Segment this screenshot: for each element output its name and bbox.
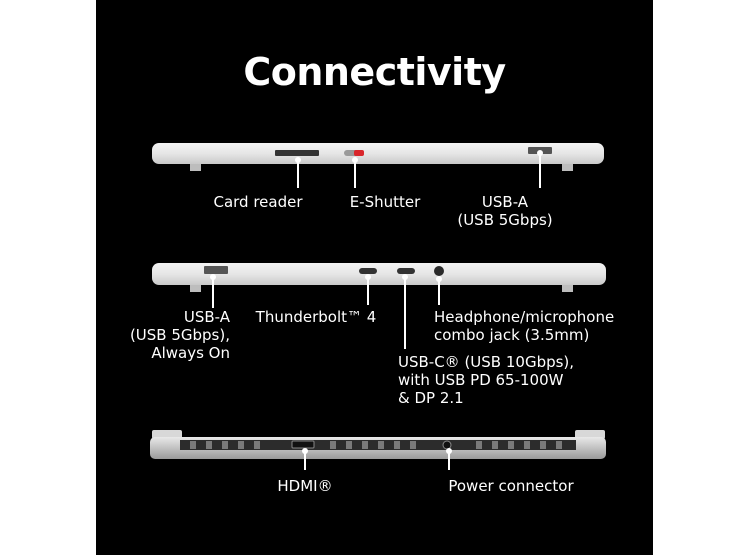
label-line: Card reader bbox=[213, 193, 303, 211]
usb-c-port bbox=[397, 268, 415, 274]
card-reader-slot bbox=[275, 150, 319, 156]
usb-a-port-2 bbox=[204, 266, 228, 274]
page-title: Connectivity bbox=[243, 50, 506, 94]
label-line: & DP 2.1 bbox=[398, 389, 464, 407]
power-port bbox=[442, 440, 452, 450]
label-headphone-jack: Headphone/microphone combo jack (3.5mm) bbox=[434, 308, 634, 344]
label-line: combo jack (3.5mm) bbox=[434, 326, 590, 344]
label-line: Headphone/microphone bbox=[434, 308, 615, 326]
label-e-shutter: E-Shutter bbox=[340, 193, 430, 211]
hdmi-port bbox=[291, 440, 315, 449]
label-usb-c: USB-C® (USB 10Gbps), with USB PD 65-100W… bbox=[398, 353, 598, 407]
label-line: with USB PD 65-100W bbox=[398, 371, 564, 389]
label-line: Thunderbolt™ 4 bbox=[255, 308, 377, 326]
label-line: USB-A bbox=[183, 308, 230, 326]
label-line: USB-A bbox=[481, 193, 529, 211]
thunderbolt-port bbox=[359, 268, 377, 274]
label-line: USB-C® (USB 10Gbps), bbox=[398, 353, 575, 371]
label-power-connector: Power connector bbox=[436, 477, 586, 495]
label-line: Always On bbox=[151, 344, 230, 362]
label-usb-a-1: USB-A (USB 5Gbps) bbox=[450, 193, 560, 229]
audio-jack bbox=[434, 266, 444, 276]
laptop-rear-view bbox=[150, 430, 606, 470]
label-usb-a-2: USB-A (USB 5Gbps), Always On bbox=[112, 308, 230, 362]
label-card-reader: Card reader bbox=[208, 193, 308, 211]
laptop-side-view-2 bbox=[152, 263, 606, 349]
label-hdmi: HDMI® bbox=[250, 477, 360, 495]
label-line: Power connector bbox=[448, 477, 574, 495]
label-line: (USB 5Gbps) bbox=[457, 211, 553, 229]
label-line: (USB 5Gbps), bbox=[129, 326, 230, 344]
label-line: HDMI® bbox=[277, 477, 333, 495]
laptop-side-view-1 bbox=[152, 143, 604, 188]
label-line: E-Shutter bbox=[349, 193, 421, 211]
label-thunderbolt: Thunderbolt™ 4 bbox=[248, 308, 384, 326]
